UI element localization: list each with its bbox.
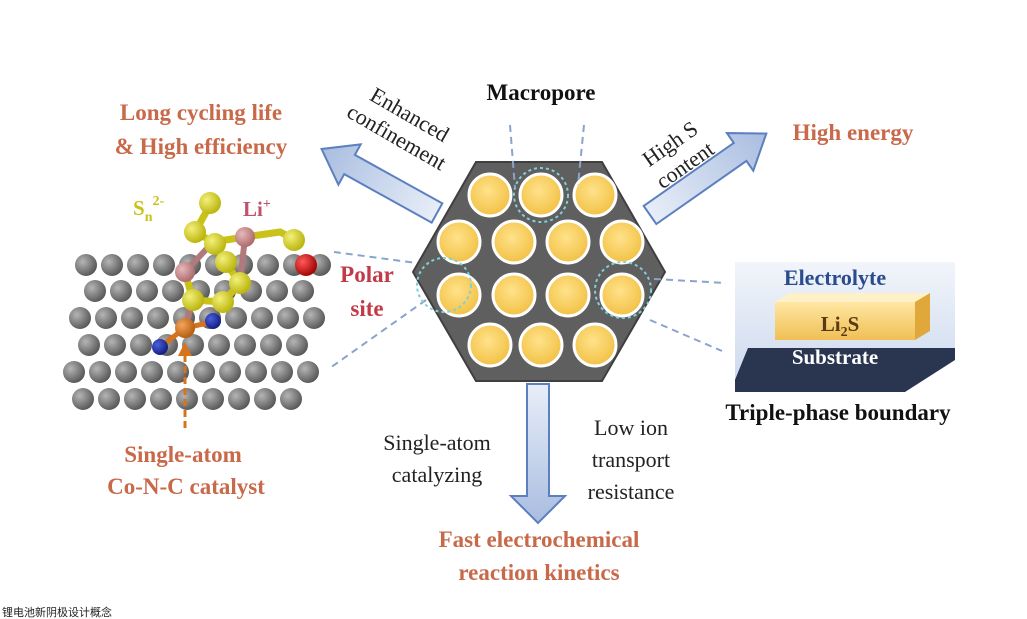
- catalyst-line2: Co-N-C catalyst: [107, 474, 265, 499]
- polar-connectors: [329, 251, 427, 369]
- carbon-atom: [147, 307, 169, 329]
- carbon-atom: [266, 280, 288, 302]
- carbon-atom: [260, 334, 282, 356]
- carbon-atom: [101, 254, 123, 276]
- catalyst-line1: Single-atom: [124, 442, 242, 467]
- carbon-atom: [115, 361, 137, 383]
- pore: [518, 172, 564, 218]
- carbon-atom: [297, 361, 319, 383]
- pore: [491, 272, 537, 318]
- li-label: Li+: [243, 197, 271, 221]
- carbon-atom: [72, 388, 94, 410]
- carbon-atom: [176, 388, 198, 410]
- pore: [436, 272, 482, 318]
- sulfur-atoms: [182, 192, 305, 313]
- high-s-content-arrow: [642, 132, 768, 226]
- bottom-right-line2: transport: [592, 447, 670, 472]
- figure-caption: 锂电池新阴极设计概念: [2, 606, 112, 619]
- sn-label: Sn2-: [133, 194, 164, 225]
- bottom-outcome-line1: Fast electrochemical: [439, 527, 640, 552]
- carbon-atom: [75, 254, 97, 276]
- carbon-atom: [251, 307, 273, 329]
- carbon-atom: [286, 334, 308, 356]
- right-outcome: High energy: [793, 120, 914, 145]
- carbon-atom: [257, 254, 279, 276]
- nitrogen-atom-1: [152, 339, 168, 355]
- nitrogen-atom-2: [205, 313, 221, 329]
- carbon-atom: [271, 361, 293, 383]
- pore: [491, 219, 537, 265]
- pore: [572, 322, 618, 368]
- polar-line2: site: [350, 296, 383, 321]
- triple-phase-connectors: [649, 278, 727, 352]
- carbon-atom: [202, 388, 224, 410]
- carbon-atom: [225, 307, 247, 329]
- diagram-canvas: Sn2- Li+ Long cycling life & High effici…: [63, 80, 955, 585]
- pore: [467, 322, 513, 368]
- carbon-atom: [162, 280, 184, 302]
- carbon-atom: [95, 307, 117, 329]
- layer-stack-icon: [735, 262, 955, 392]
- carbon-atom: [208, 334, 230, 356]
- pore-array: [436, 172, 645, 368]
- bottom-left-line2: catalyzing: [392, 462, 482, 487]
- bottom-kinetics-arrow: [508, 383, 568, 525]
- oxygen-atom: [295, 254, 317, 276]
- carbon-atom: [228, 388, 250, 410]
- triple-phase-label: Triple-phase boundary: [725, 400, 951, 425]
- carbon-atom: [110, 280, 132, 302]
- pore: [436, 219, 482, 265]
- pore: [545, 272, 591, 318]
- catalyst-pointer-head: [178, 342, 192, 356]
- carbon-atom: [150, 388, 172, 410]
- carbon-atom: [136, 280, 158, 302]
- lithium-atoms: [175, 227, 255, 282]
- carbon-atom: [292, 280, 314, 302]
- carbon-lattice: [63, 254, 331, 410]
- enhanced-confinement-arrow: [320, 143, 444, 224]
- bottom-right-line1: Low ion: [594, 415, 668, 440]
- cobalt-atom: [175, 318, 195, 338]
- atomic-structure-icon: [63, 192, 331, 428]
- pore: [599, 272, 645, 318]
- carbon-atom: [98, 388, 120, 410]
- carbon-atom: [234, 334, 256, 356]
- carbon-atom: [89, 361, 111, 383]
- pore: [599, 219, 645, 265]
- pore: [518, 322, 564, 368]
- bottom-outcome-line2: reaction kinetics: [458, 560, 619, 585]
- hexagon-pore-icon: [411, 124, 667, 382]
- macropore-label: Macropore: [486, 80, 595, 105]
- electrolyte-label: Electrolyte: [784, 265, 886, 290]
- polar-line1: Polar: [340, 262, 394, 287]
- carbon-atom: [124, 388, 146, 410]
- bottom-left-line1: Single-atom: [383, 430, 491, 455]
- carbon-atom: [254, 388, 276, 410]
- carbon-atom: [280, 388, 302, 410]
- carbon-atom: [193, 361, 215, 383]
- carbon-atom: [141, 361, 163, 383]
- carbon-atom: [78, 334, 100, 356]
- carbon-atom: [153, 254, 175, 276]
- left-outcome-line1: Long cycling life: [120, 100, 282, 125]
- carbon-atom: [277, 307, 299, 329]
- carbon-atom: [84, 280, 106, 302]
- carbon-atom: [303, 307, 325, 329]
- carbon-atom: [127, 254, 149, 276]
- pore: [545, 219, 591, 265]
- bottom-right-line3: resistance: [588, 479, 675, 504]
- li2s-label: Li2S: [821, 312, 860, 340]
- carbon-atom: [121, 307, 143, 329]
- carbon-atom: [104, 334, 126, 356]
- pore: [467, 172, 513, 218]
- pore: [572, 172, 618, 218]
- carbon-atom: [63, 361, 85, 383]
- left-outcome-line2: & High efficiency: [115, 134, 288, 159]
- carbon-atom: [69, 307, 91, 329]
- substrate-label: Substrate: [792, 345, 878, 369]
- carbon-atom: [219, 361, 241, 383]
- carbon-atom: [130, 334, 152, 356]
- carbon-atom: [245, 361, 267, 383]
